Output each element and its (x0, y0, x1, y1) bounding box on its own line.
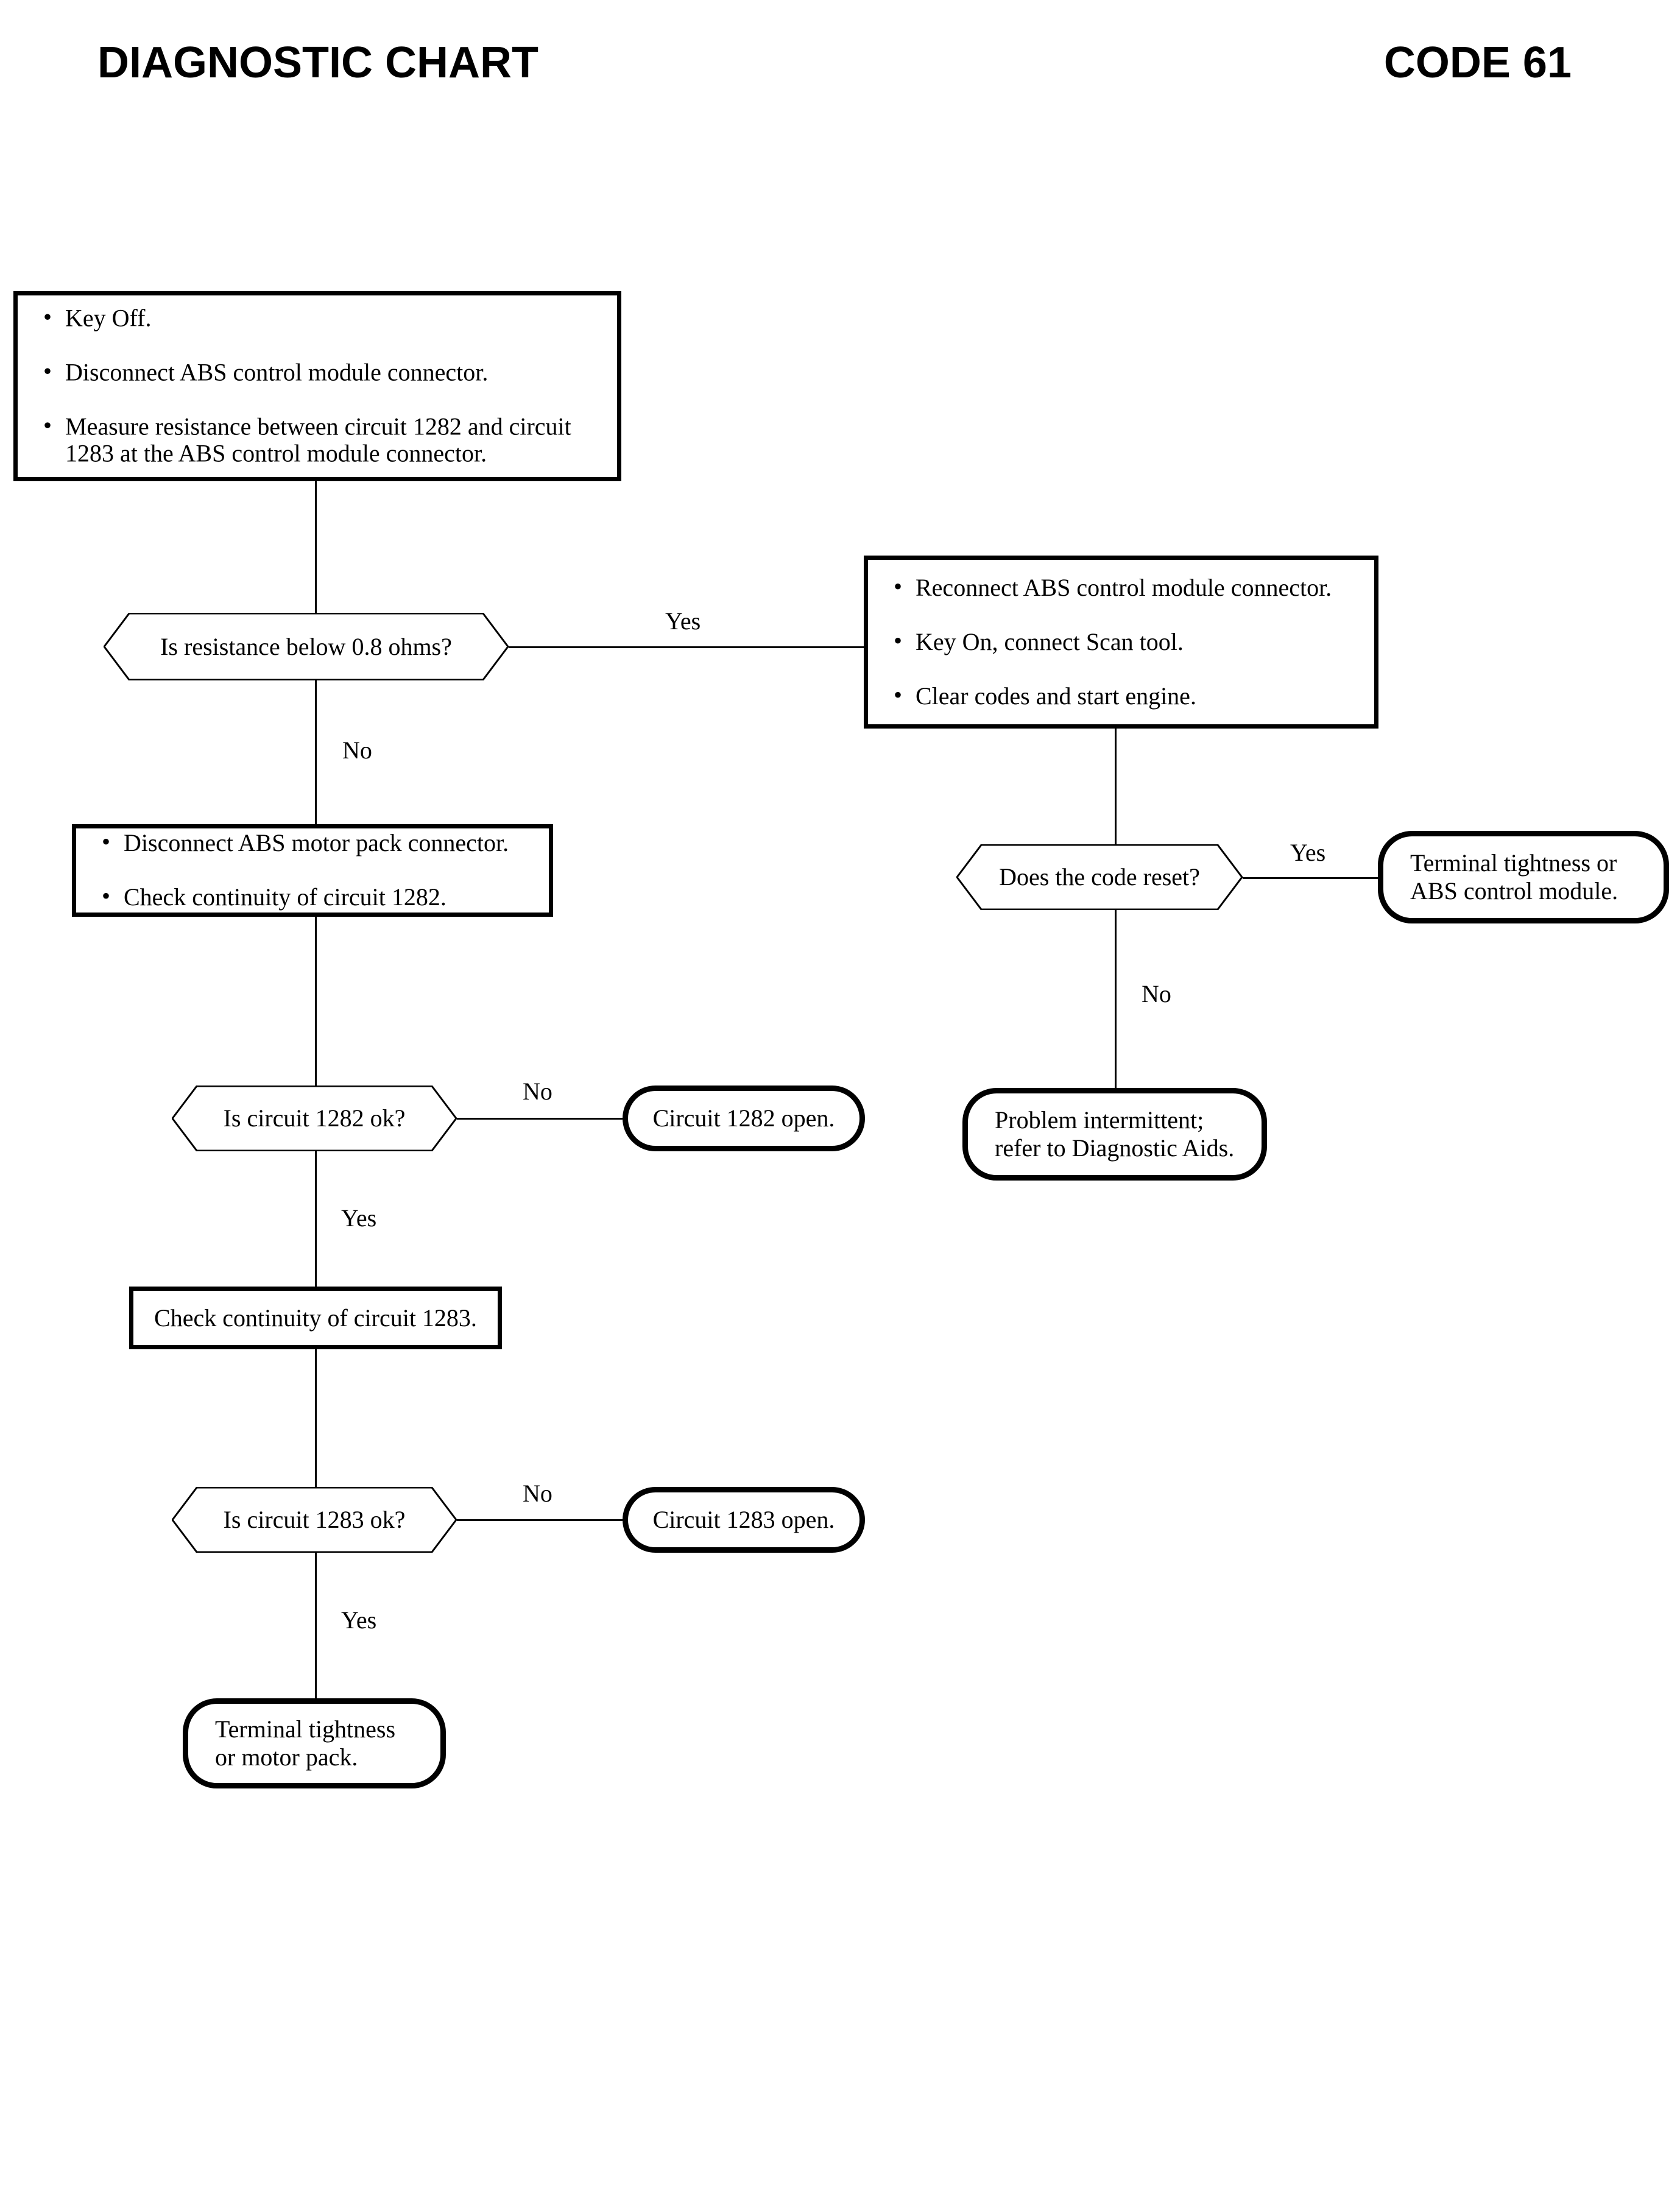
step-box-check-continuity-1283: Check continuity of circuit 1283. (129, 1287, 502, 1349)
connector-n2-d2 (1115, 729, 1117, 875)
result-problem-intermittent: Problem intermittent; refer to Diagnosti… (962, 1088, 1267, 1181)
step-box-initial-checks: Key Off. Disconnect ABS control module c… (13, 291, 621, 481)
step-text: Check continuity of circuit 1283. (154, 1304, 477, 1332)
result-line: Circuit 1283 open. (652, 1506, 835, 1533)
connector-d2-t1 (1243, 877, 1378, 879)
hexagon-shape (172, 1086, 457, 1151)
connector-d3-t3 (457, 1118, 623, 1120)
result-circuit-1282-open: Circuit 1282 open. (623, 1086, 865, 1151)
bullet-item: Reconnect ABS control module connector. (868, 573, 1374, 602)
decision-label: Is circuit 1282 ok? (223, 1104, 406, 1132)
connector-d1-n2 (509, 646, 865, 648)
bullet-item: Clear codes and start engine. (868, 681, 1374, 710)
result-terminal-tightness-or-abs-module: Terminal tightness or ABS control module… (1378, 831, 1669, 923)
result-terminal-tightness-or-motor-pack: Terminal tightness or motor pack. (183, 1698, 446, 1788)
edge-label-no: No (523, 1078, 552, 1105)
edge-label-no: No (342, 736, 372, 764)
result-line: refer to Diagnostic Aids. (995, 1134, 1235, 1162)
result-line: Terminal tightness or (1410, 849, 1617, 877)
decision-resistance-below-0-8-ohms: Is resistance below 0.8 ohms? (104, 613, 509, 680)
decision-label: Is circuit 1283 ok? (223, 1506, 406, 1533)
edge-label-no: No (1142, 980, 1171, 1008)
connector-n1-d1 (315, 481, 317, 615)
step-box-disconnect-motor-pack: Disconnect ABS motor pack connector. Che… (72, 824, 553, 917)
edge-label-yes: Yes (341, 1606, 377, 1634)
hexagon-shape (956, 844, 1243, 910)
diagnostic-code: CODE 61 (1383, 38, 1572, 87)
connector-d4-t5 (315, 1552, 317, 1698)
hexagon-shape (172, 1487, 457, 1553)
decision-label: Does the code reset? (999, 863, 1200, 891)
result-line: ABS control module. (1410, 877, 1618, 905)
hexagon-shape (104, 613, 509, 680)
bullet-item: Disconnect ABS control module connector. (18, 358, 617, 386)
edge-label-no: No (523, 1480, 552, 1507)
connector-n3-d3 (315, 917, 317, 1087)
result-line: or motor pack. (215, 1743, 358, 1771)
result-line: Terminal tightness (215, 1715, 396, 1743)
decision-does-the-code-reset: Does the code reset? (956, 844, 1243, 910)
bullet-item: Check continuity of circuit 1282. (76, 883, 549, 911)
bullet-item: Key Off. (18, 303, 617, 332)
edge-label-yes: Yes (341, 1204, 377, 1232)
decision-is-circuit-1282-ok: Is circuit 1282 ok? (172, 1086, 457, 1151)
connector-d1-n3 (315, 680, 317, 824)
edge-label-yes: Yes (665, 607, 701, 635)
result-line: Circuit 1282 open. (652, 1104, 835, 1132)
bullet-item: Disconnect ABS motor pack connector. (76, 828, 549, 857)
bullet-item: Measure resistance between circuit 1282 … (18, 412, 617, 468)
edge-label-yes: Yes (1290, 839, 1326, 866)
page-title: DIAGNOSTIC CHART (97, 38, 538, 87)
decision-is-circuit-1283-ok: Is circuit 1283 ok? (172, 1487, 457, 1553)
decision-label: Is resistance below 0.8 ohms? (160, 632, 452, 660)
bullet-item: Key On, connect Scan tool. (868, 627, 1374, 656)
result-line: Problem intermittent; (995, 1106, 1204, 1134)
connector-d4-t4 (457, 1519, 623, 1521)
result-circuit-1283-open: Circuit 1283 open. (623, 1487, 865, 1553)
connector-d3-n4 (315, 1151, 317, 1287)
connector-d2-t2 (1115, 910, 1117, 1088)
connector-n4-d4 (315, 1349, 317, 1525)
step-box-reconnect-and-scan: Reconnect ABS control module connector. … (864, 556, 1378, 729)
